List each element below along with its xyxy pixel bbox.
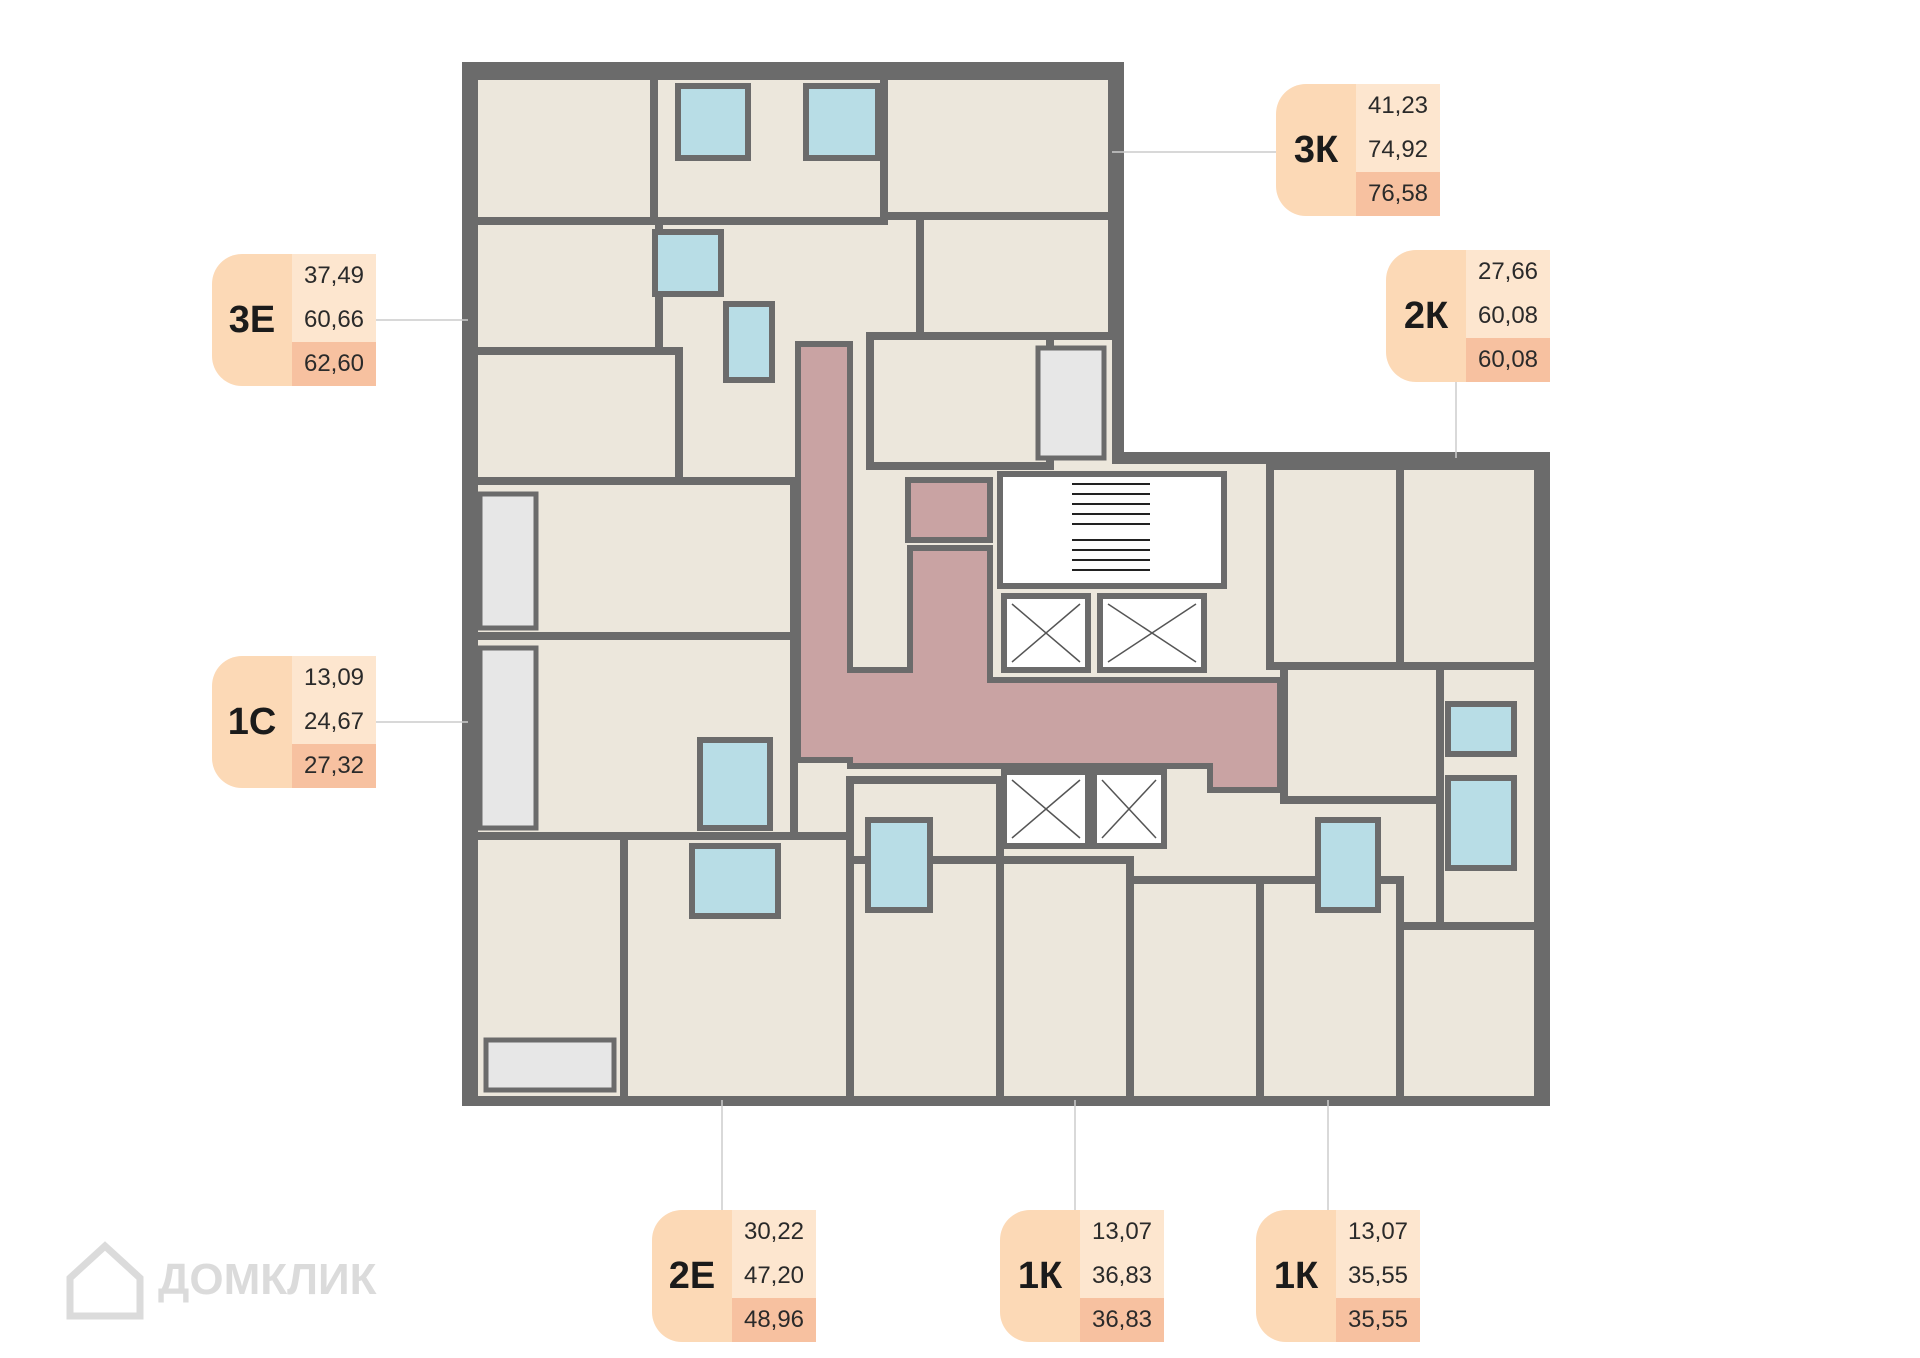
full-area: 60,08 [1466, 338, 1550, 382]
unit-tag-1c[interactable]: 1С 13,09 24,67 27,32 [212, 656, 376, 788]
unit-code: 1К [1256, 1210, 1336, 1342]
living-area: 27,66 [1466, 250, 1550, 294]
house-icon [66, 1241, 144, 1320]
watermark-text: ДОМКЛИК [158, 1255, 377, 1304]
living-area: 37,49 [292, 254, 376, 298]
full-area: 48,96 [732, 1298, 816, 1342]
full-area: 62,60 [292, 342, 376, 386]
living-area: 41,23 [1356, 84, 1440, 128]
balconies [477, 345, 1107, 1093]
unit-code: 1С [212, 656, 292, 788]
unit-code: 3Е [212, 254, 292, 386]
total-area: 60,08 [1466, 294, 1550, 338]
unit-code: 3К [1276, 84, 1356, 216]
unit-tag-1k-b[interactable]: 1К 13,07 35,55 35,55 [1256, 1210, 1420, 1342]
unit-tag-2k[interactable]: 2К 27,66 60,08 60,08 [1386, 250, 1550, 382]
total-area: 74,92 [1356, 128, 1440, 172]
total-area: 36,83 [1080, 1254, 1164, 1298]
full-area: 36,83 [1080, 1298, 1164, 1342]
unit-tag-3e[interactable]: 3Е 37,49 60,66 62,60 [212, 254, 376, 386]
bathrooms [652, 83, 1517, 919]
unit-code: 1К [1000, 1210, 1080, 1342]
unit-tag-2e[interactable]: 2Е 30,22 47,20 48,96 [652, 1210, 816, 1342]
unit-code: 2К [1386, 250, 1466, 382]
living-area: 30,22 [732, 1210, 816, 1254]
unit-tag-3k[interactable]: 3К 41,23 74,92 76,58 [1276, 84, 1440, 216]
domclick-watermark: ДОМКЛИК [62, 1238, 376, 1322]
unit-code: 2Е [652, 1210, 732, 1342]
total-area: 35,55 [1336, 1254, 1420, 1298]
living-area: 13,07 [1336, 1210, 1420, 1254]
unit-tag-1k-a[interactable]: 1К 13,07 36,83 36,83 [1000, 1210, 1164, 1342]
full-area: 35,55 [1336, 1298, 1420, 1342]
total-area: 24,67 [292, 700, 376, 744]
stair-steps [1072, 483, 1150, 571]
room-floors [470, 72, 1542, 1104]
total-area: 47,20 [732, 1254, 816, 1298]
living-area: 13,07 [1080, 1210, 1164, 1254]
leader-lines [362, 151, 1457, 1210]
full-area: 27,32 [292, 744, 376, 788]
total-area: 60,66 [292, 298, 376, 342]
lift-shafts [1011, 603, 1197, 839]
common-corridor [795, 341, 1283, 793]
full-area: 76,58 [1356, 172, 1440, 216]
living-area: 13,09 [292, 656, 376, 700]
